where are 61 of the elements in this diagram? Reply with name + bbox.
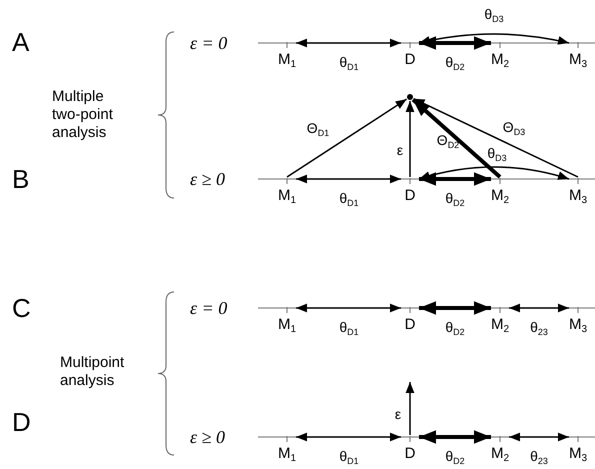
- double-arrow: [296, 174, 401, 184]
- edge-label: θ$_{D2}$: [445, 191, 465, 205]
- condition-label: ε ≥ 0: [190, 169, 225, 189]
- condition-label: ε = 0: [190, 298, 228, 318]
- group-label: Multipoint analysis: [60, 354, 126, 390]
- locus-label: D: [401, 306, 419, 332]
- edge-label: θ$_{D1}$: [339, 55, 359, 69]
- panel-letter: C: [12, 294, 31, 322]
- edge-label: θ$_{D3}$: [484, 7, 504, 21]
- locus-label: M$_{3}$: [569, 306, 587, 332]
- double-arrow: [418, 166, 570, 180]
- panel-letter: D: [12, 408, 31, 436]
- edge-label: θ$_{23}$: [530, 320, 548, 334]
- double-arrow: [296, 304, 401, 312]
- locus-label: M$_{3}$: [569, 177, 587, 203]
- double-arrow: [419, 301, 491, 315]
- edge-label: Θ$_{D3}$: [502, 120, 526, 134]
- double-arrow: [509, 432, 569, 442]
- condition-label: ε = 0: [190, 33, 228, 53]
- panel-letter: A: [12, 28, 30, 56]
- edge-label: θ$_{D1}$: [339, 449, 359, 463]
- edge-label: θ$_{D2}$: [445, 320, 465, 334]
- arrow: [406, 382, 414, 435]
- locus-label: M$_{2}$: [491, 306, 509, 332]
- arrow: [406, 101, 414, 177]
- edge-label: θ$_{D1}$: [339, 320, 359, 334]
- edge-label: θ$_{D1}$: [339, 191, 359, 205]
- locus-label: M$_{3}$: [569, 41, 587, 67]
- arrow: [413, 98, 578, 178]
- condition-label: ε ≥ 0: [190, 427, 225, 447]
- locus-label: M$_{2}$: [491, 41, 509, 67]
- double-arrow: [296, 432, 401, 442]
- panel-letter: B: [12, 165, 30, 193]
- double-arrow: [419, 172, 491, 186]
- edge-label: ε: [394, 407, 402, 421]
- arrow: [286, 98, 408, 178]
- edge-label: θ$_{D2}$: [445, 449, 465, 463]
- locus-label: M$_{2}$: [491, 177, 509, 203]
- locus-label: D: [401, 435, 419, 461]
- group-label: Multiple two-point analysis: [52, 88, 114, 142]
- locus-label: M$_{1}$: [278, 435, 296, 461]
- locus-label: M$_{3}$: [569, 435, 587, 461]
- arrow: [412, 98, 502, 178]
- edge-label: θ$_{23}$: [530, 449, 548, 463]
- locus-label: M$_{2}$: [491, 435, 509, 461]
- edge-label: ε: [396, 143, 404, 157]
- locus-label: M$_{1}$: [278, 306, 296, 332]
- double-arrow: [419, 36, 491, 50]
- double-arrow: [418, 33, 570, 45]
- locus-label: M$_{1}$: [278, 41, 296, 67]
- edge-label: θ$_{D2}$: [445, 55, 465, 69]
- edge-label: Θ$_{D1}$: [306, 121, 330, 135]
- edge-label: θ$_{D3}$: [487, 146, 507, 160]
- locus-label: M$_{1}$: [278, 177, 296, 203]
- double-arrow: [419, 430, 491, 444]
- locus-label: D: [401, 177, 419, 203]
- locus-label: D: [401, 41, 419, 67]
- double-arrow: [509, 304, 569, 312]
- double-arrow: [296, 38, 401, 48]
- edge-label: Θ$_{D2}$: [436, 133, 460, 147]
- apex-point: [407, 94, 413, 100]
